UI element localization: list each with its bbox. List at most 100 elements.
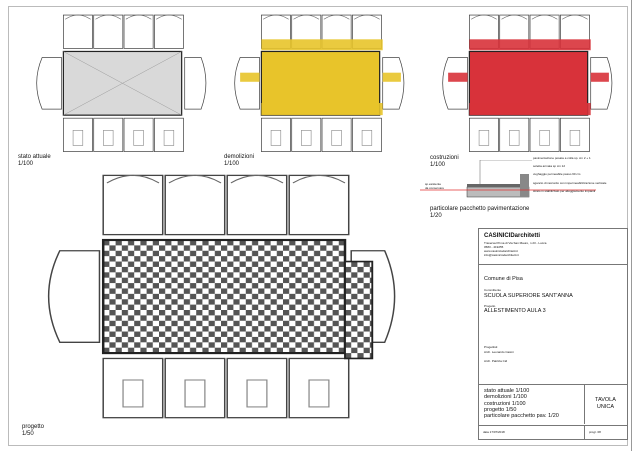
- arch: [471, 14, 497, 20]
- room-bottom: [529, 117, 560, 152]
- modified-area: [590, 72, 609, 82]
- detail-note: sp.esistente: [425, 182, 442, 186]
- window: [184, 379, 206, 408]
- sheet-frame: [8, 6, 628, 446]
- detail-note: pavimentazione posata a colla sp. cm 2 +…: [533, 156, 591, 160]
- arch: [354, 14, 380, 20]
- plan-demolizioni: [234, 14, 405, 152]
- modified-area: [240, 72, 260, 82]
- room-bottom: [288, 357, 350, 419]
- arch: [156, 14, 182, 20]
- window: [539, 130, 550, 146]
- room-top: [288, 174, 350, 236]
- arch: [293, 14, 320, 20]
- window: [478, 130, 490, 146]
- modified-area: [448, 72, 468, 82]
- progetto-label: Progetto: [484, 304, 496, 308]
- room-bottom: [102, 357, 164, 419]
- firm-section: CASINICIDarchitetti Traversa Prima di Vi…: [479, 229, 627, 265]
- window: [270, 130, 282, 146]
- arch: [95, 14, 122, 20]
- room-left: [47, 250, 101, 343]
- modified-area: [261, 103, 383, 116]
- comune: Comune di Pisa: [484, 276, 523, 282]
- arch: [106, 174, 160, 184]
- progetto: ALLESTIMENTO AULA 3: [484, 308, 546, 314]
- window: [301, 130, 312, 146]
- arch: [323, 14, 350, 20]
- floor-detail: pavimentazione posata a colla sp. cm 2 +…: [420, 156, 620, 215]
- window: [103, 130, 114, 146]
- window: [361, 130, 373, 146]
- room-bottom: [63, 117, 93, 152]
- ceiling-lines: [63, 51, 182, 116]
- arch: [501, 14, 528, 20]
- progettisti-label: Progettisti: [484, 345, 498, 349]
- room-bottom: [226, 357, 288, 419]
- window: [246, 379, 268, 408]
- plan-progetto: [47, 174, 396, 419]
- committente: SCUOLA SUPERIORE SANT'ANNA: [484, 293, 573, 299]
- prog-number: progr. 08: [589, 430, 601, 434]
- divider: [479, 229, 627, 385]
- window: [122, 379, 144, 408]
- committente-label: Committente: [484, 288, 502, 292]
- room-top: [93, 14, 124, 49]
- firm-line: www.casiniciodarchitetti.it: [484, 249, 519, 253]
- room-left: [36, 57, 62, 110]
- room-top: [164, 174, 226, 236]
- title-block: CASINICIDarchitetti Traversa Prima di Vi…: [478, 228, 628, 440]
- window: [509, 130, 520, 146]
- room-bottom: [154, 117, 184, 152]
- arch: [125, 14, 152, 20]
- room-right: [382, 57, 405, 110]
- room-bottom: [261, 117, 291, 152]
- detail-note: soletta armata sp cm 12: [533, 164, 566, 168]
- detail-note: vughaggio permeabile passo 60 cm: [533, 172, 581, 176]
- arch: [292, 174, 346, 184]
- modified-area: [382, 72, 401, 82]
- room-top: [154, 14, 184, 49]
- firm-line: Traversa Prima di Via San Mauro, n 23 - …: [484, 241, 547, 245]
- room-left: [442, 57, 468, 110]
- arch: [263, 14, 289, 20]
- room-right: [184, 57, 207, 110]
- room-bottom: [93, 117, 124, 152]
- progettista: Arch. Patrizia Cid: [484, 359, 508, 363]
- room-top: [102, 174, 164, 236]
- room-top: [123, 14, 154, 49]
- firm-name: CASINICIDarchitetti: [484, 233, 541, 239]
- window: [308, 379, 330, 408]
- detail-note: da conservare: [425, 186, 445, 190]
- room-left: [234, 57, 260, 110]
- room-bottom: [123, 117, 154, 152]
- firm-line: 0583 - 419255: [484, 245, 504, 249]
- room-top: [63, 14, 93, 49]
- margin-line: [631, 0, 632, 451]
- room-bottom: [499, 117, 530, 152]
- progettista: Arch. Leonardo Casini: [484, 350, 514, 354]
- room-bottom: [352, 117, 382, 152]
- room-bottom: [291, 117, 322, 152]
- arch: [168, 174, 222, 184]
- divider: [479, 229, 627, 426]
- firm-line: info@casiniciodarchitetti.it: [484, 253, 519, 257]
- floor-detail-section: [420, 160, 596, 198]
- room-top: [226, 174, 288, 236]
- annex-room: [344, 260, 374, 360]
- plan-costruzioni: [442, 14, 613, 152]
- plan-stato-attuale: [36, 14, 207, 152]
- window: [331, 130, 342, 146]
- detail-note: strato in stabilizzato per alloggiamento…: [533, 189, 596, 193]
- arch: [531, 14, 558, 20]
- window: [72, 130, 84, 146]
- arch: [562, 14, 588, 20]
